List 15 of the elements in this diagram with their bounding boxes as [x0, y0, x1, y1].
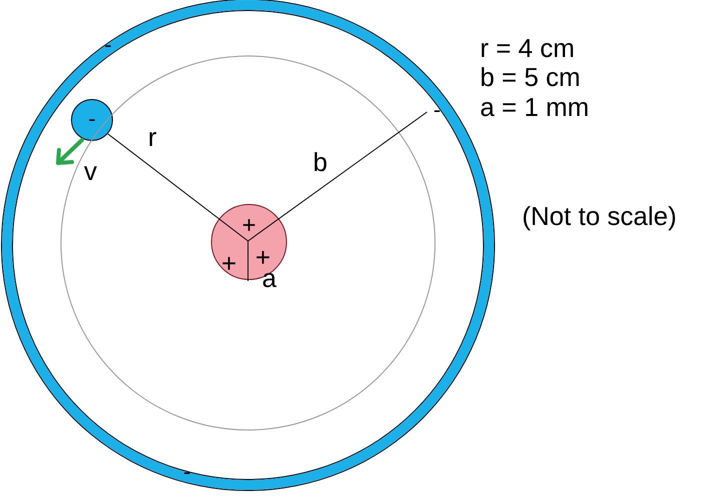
charge-sign: - [88, 108, 96, 130]
value-note: r = 4 cm [480, 35, 575, 61]
value-note: b = 5 cm [480, 64, 580, 90]
variable-label: v [84, 158, 97, 184]
charge-sign: - [183, 461, 191, 483]
charge-sign: + [221, 250, 237, 276]
value-note: a = 1 mm [480, 94, 590, 120]
variable-label: b [313, 149, 328, 175]
note-text: (Not to scale) [522, 203, 677, 229]
charge-sign: - [433, 99, 441, 121]
charge-sign: - [104, 34, 112, 56]
variable-label: r [148, 124, 157, 150]
electron-circle [71, 99, 113, 141]
charged-shell [2, 0, 494, 490]
charge-sign: + [242, 214, 256, 238]
